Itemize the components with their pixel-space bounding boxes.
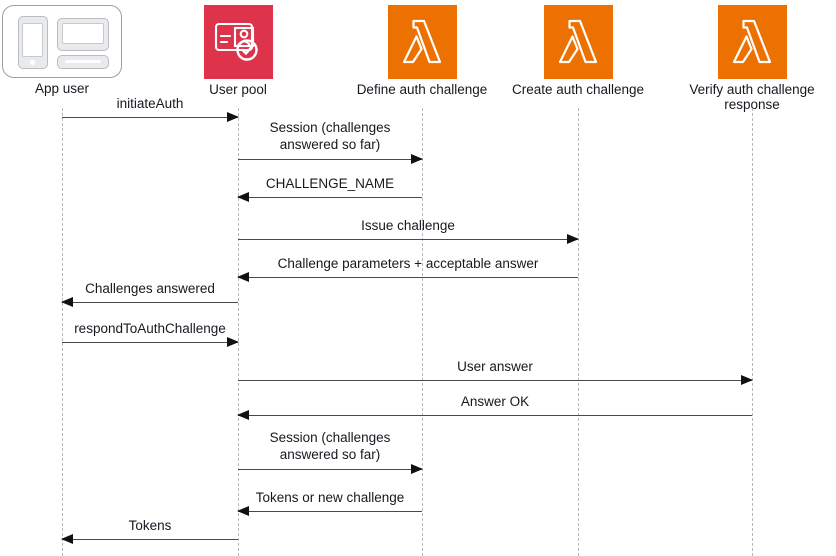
lifeline-user-pool — [238, 108, 239, 556]
message-label: initiateAuth — [116, 96, 184, 111]
user-pool-id-card-check-icon — [203, 5, 273, 79]
phone-screen — [22, 23, 43, 57]
actor-label-user-pool: User pool — [209, 82, 267, 97]
message-label: Challenge parameters + acceptable answer — [277, 256, 539, 271]
lifeline-app-user — [62, 108, 63, 556]
message-line — [238, 159, 422, 160]
message-line — [62, 117, 238, 118]
actor-define-auth-challenge: Define auth challenge — [337, 5, 507, 97]
message-label: Session (challenges answered so far) — [269, 120, 391, 152]
message-line — [62, 302, 238, 303]
actor-verify-auth-challenge: Verify auth challenge response — [667, 5, 836, 112]
message-line — [62, 539, 238, 540]
arrowhead-icon — [227, 336, 239, 347]
actor-label-app-user: App user — [34, 81, 90, 96]
arrowhead-icon — [61, 296, 73, 307]
message-line — [238, 239, 578, 240]
arrowhead-icon — [237, 191, 249, 202]
message-label: Tokens or new challenge — [255, 490, 405, 505]
monitor-screen — [62, 23, 104, 44]
lifeline-create-auth-challenge — [578, 108, 579, 556]
keyboard-icon — [57, 55, 109, 69]
message-label: Issue challenge — [361, 218, 455, 233]
arrowhead-icon — [227, 111, 239, 122]
arrowhead-icon — [237, 271, 249, 282]
message-line — [238, 469, 422, 470]
message-label: User answer — [457, 359, 533, 374]
lambda-icon — [387, 5, 457, 79]
message-label: CHALLENGE_NAME — [265, 176, 395, 191]
arrowhead-icon — [567, 233, 579, 244]
actor-create-auth-challenge: Create auth challenge — [493, 5, 663, 97]
actor-label-verify-auth-challenge: Verify auth challenge response — [689, 82, 815, 112]
phone-icon — [18, 16, 48, 69]
actor-label-define-auth-challenge: Define auth challenge — [356, 82, 488, 97]
message-label: Answer OK — [460, 394, 530, 409]
lifeline-define-auth-challenge — [422, 108, 423, 556]
lambda-icon — [717, 5, 787, 79]
message-line — [238, 415, 752, 416]
message-line — [238, 511, 422, 512]
phone-home-button — [30, 60, 35, 65]
actor-label-create-auth-challenge: Create auth challenge — [511, 82, 645, 97]
arrowhead-icon — [741, 374, 753, 385]
arrowhead-icon — [411, 153, 423, 164]
monitor-icon — [57, 18, 109, 51]
lambda-icon — [543, 5, 613, 79]
lifeline-verify-auth-challenge — [752, 108, 753, 556]
message-label: respondToAuthChallenge — [74, 321, 226, 336]
actor-app-user: App user — [0, 5, 147, 96]
arrowhead-icon — [237, 505, 249, 516]
message-line — [238, 277, 578, 278]
message-label: Session (challenges answered so far) — [269, 430, 391, 462]
arrowhead-icon — [61, 533, 73, 544]
mobile-and-desktop-device-icon — [2, 5, 122, 78]
message-label: Challenges answered — [85, 281, 215, 296]
arrowhead-icon — [237, 409, 249, 420]
keyboard-bar — [65, 60, 101, 63]
message-line — [238, 197, 422, 198]
actor-user-pool: User pool — [153, 5, 323, 97]
arrowhead-icon — [411, 463, 423, 474]
message-label: Tokens — [128, 518, 172, 533]
message-line — [62, 342, 238, 343]
message-line — [238, 380, 752, 381]
